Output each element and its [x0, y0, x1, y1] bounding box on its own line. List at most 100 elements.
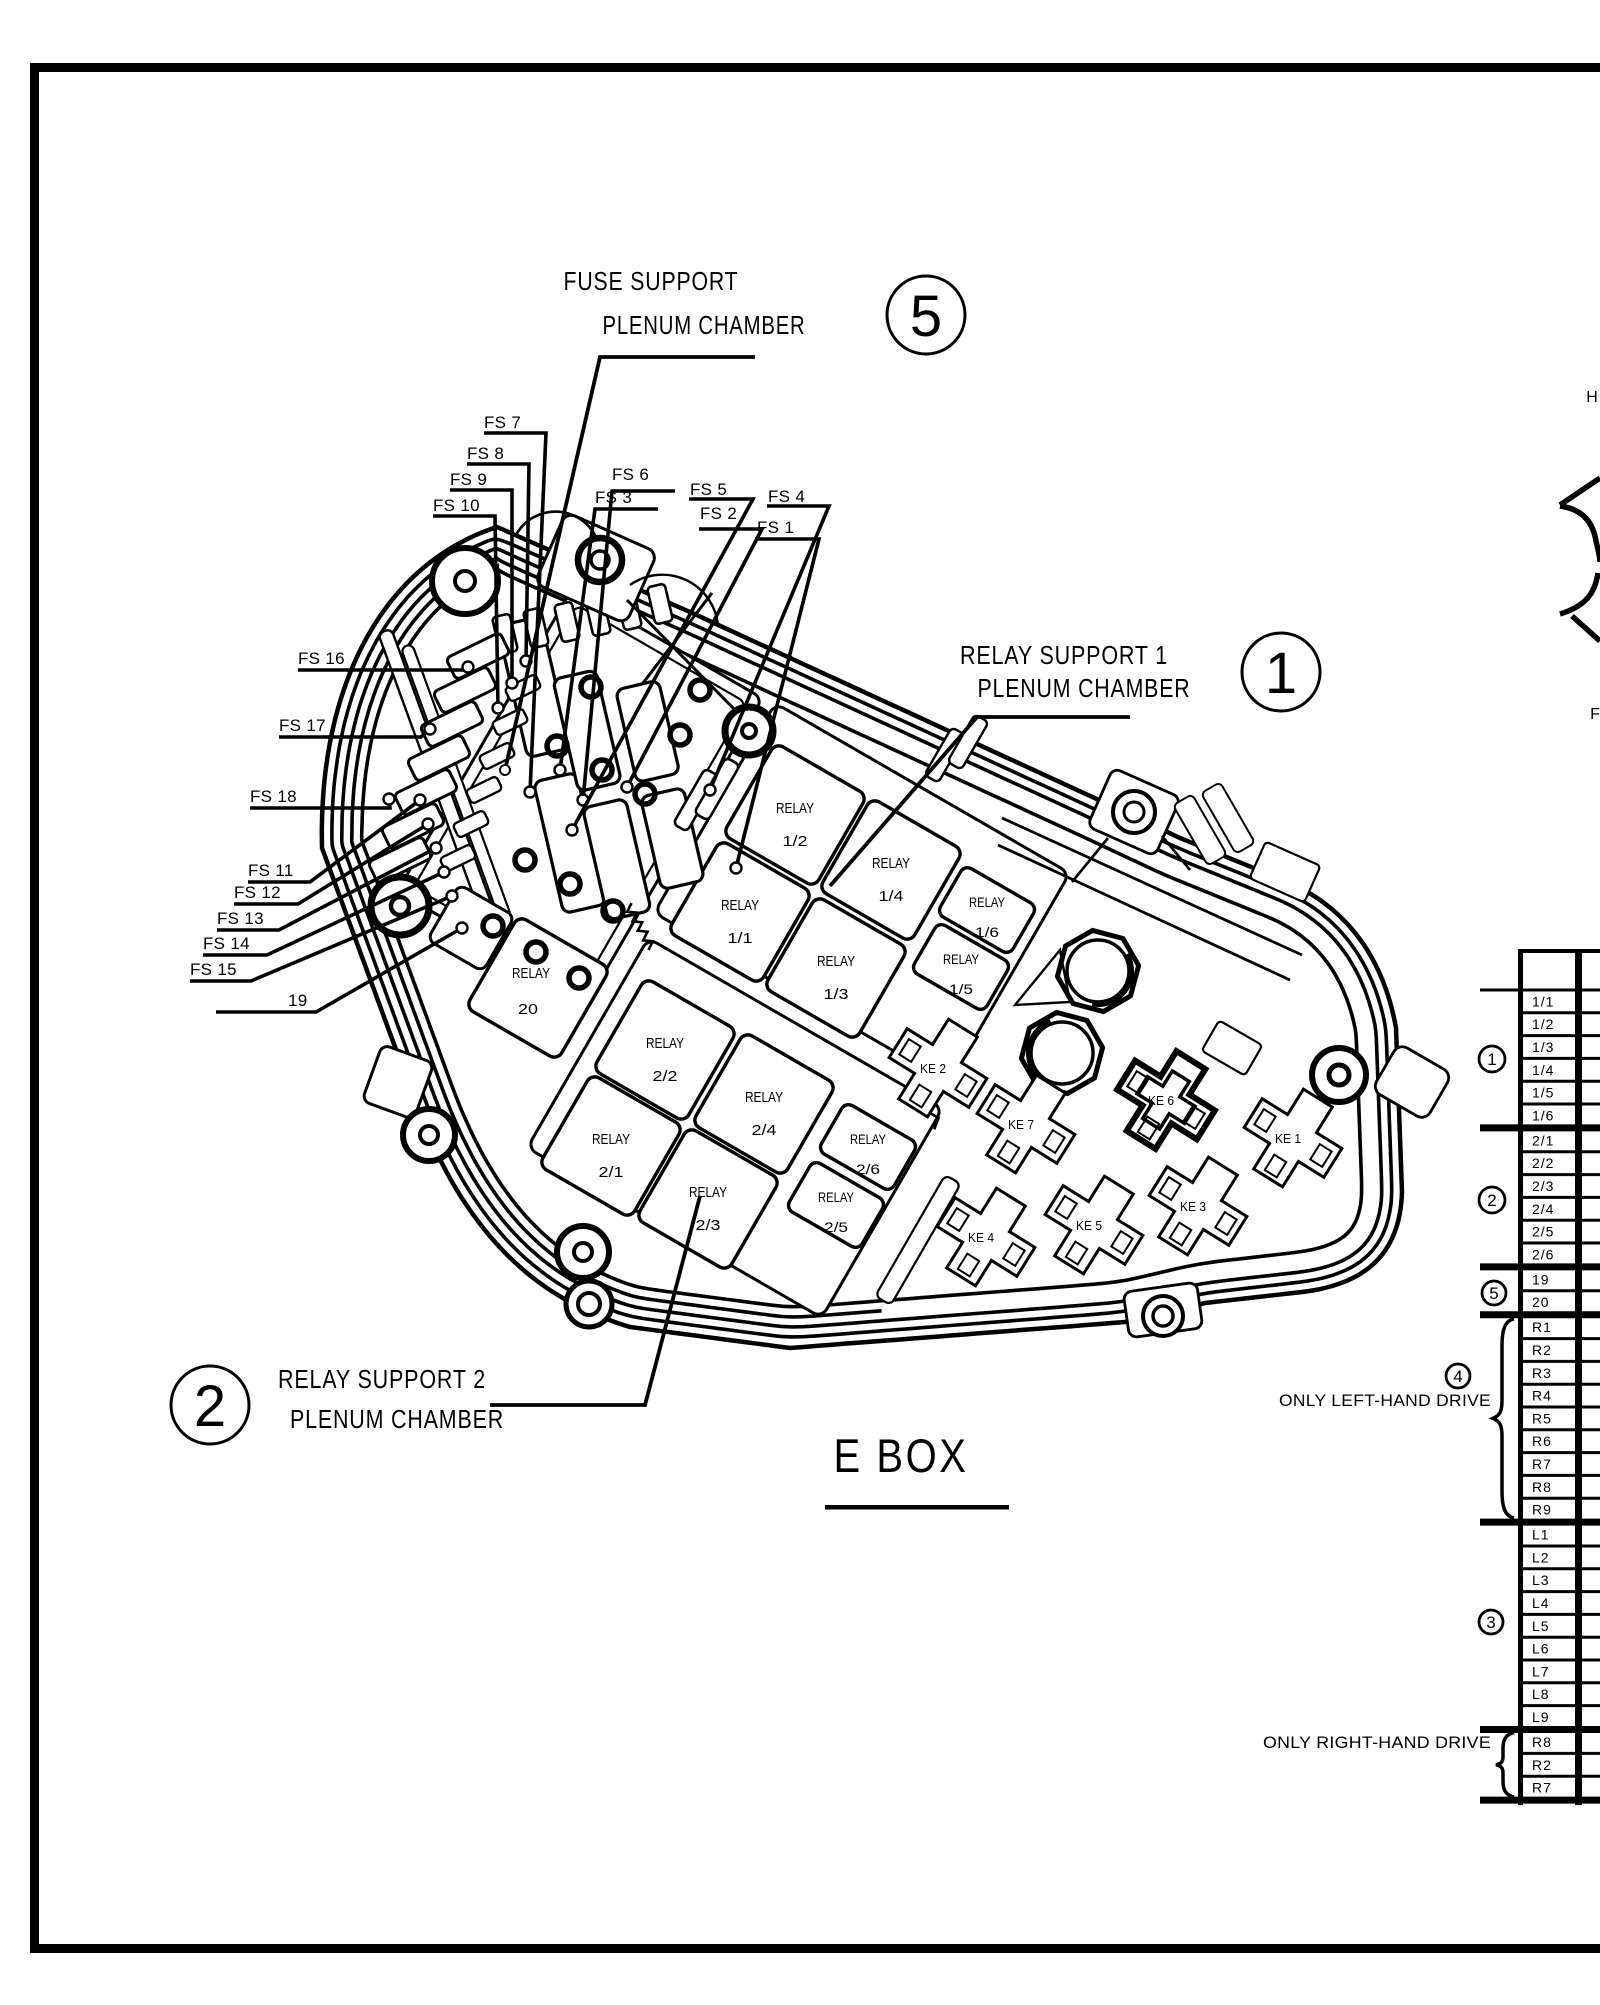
svg-text:RELAY: RELAY	[818, 1190, 854, 1205]
svg-text:L8: L8	[1532, 1686, 1550, 1702]
svg-text:L1: L1	[1532, 1527, 1550, 1543]
svg-text:PLENUM CHAMBER: PLENUM CHAMBER	[978, 675, 1191, 703]
svg-text:R3: R3	[1532, 1365, 1552, 1381]
svg-text:1/6: 1/6	[1532, 1107, 1554, 1123]
svg-text:PLENUM CHAMBER: PLENUM CHAMBER	[290, 1406, 504, 1434]
svg-text:FS 6: FS 6	[612, 465, 649, 484]
svg-text:1/4: 1/4	[879, 889, 904, 905]
svg-text:FS 18: FS 18	[250, 787, 297, 806]
svg-text:R5: R5	[1532, 1410, 1552, 1426]
svg-text:1/4: 1/4	[1532, 1062, 1554, 1078]
svg-text:ONLY LEFT-HAND DRIVE: ONLY LEFT-HAND DRIVE	[1279, 1391, 1491, 1410]
svg-text:FS 10: FS 10	[433, 496, 480, 515]
svg-text:2/3: 2/3	[696, 1218, 721, 1234]
svg-text:R7: R7	[1532, 1456, 1552, 1472]
svg-text:L7: L7	[1532, 1663, 1550, 1679]
svg-text:1/2: 1/2	[1532, 1016, 1554, 1032]
svg-text:FS 9: FS 9	[450, 470, 487, 489]
svg-text:RELAY: RELAY	[512, 966, 550, 982]
svg-text:2/2: 2/2	[1532, 1155, 1554, 1171]
svg-text:FS 14: FS 14	[203, 934, 250, 953]
svg-text:RELAY: RELAY	[943, 952, 979, 967]
svg-text:RELAY SUPPORT 1: RELAY SUPPORT 1	[960, 642, 1168, 670]
svg-text:FUSE SUPPORT: FUSE SUPPORT	[564, 268, 739, 296]
svg-text:RELAY: RELAY	[745, 1090, 783, 1106]
svg-text:KE 7: KE 7	[1008, 1117, 1034, 1132]
svg-text:L2: L2	[1532, 1549, 1550, 1565]
svg-text:L5: L5	[1532, 1618, 1550, 1634]
svg-text:2/6: 2/6	[856, 1162, 880, 1177]
svg-text:R2: R2	[1532, 1342, 1552, 1358]
svg-text:RELAY: RELAY	[776, 801, 814, 817]
svg-text:1/5: 1/5	[1532, 1085, 1554, 1101]
svg-text:5: 5	[910, 284, 942, 349]
svg-text:2/4: 2/4	[1532, 1201, 1554, 1217]
svg-text:FS 5: FS 5	[690, 480, 727, 499]
svg-text:1/3: 1/3	[824, 987, 849, 1003]
svg-text:5: 5	[1489, 1284, 1498, 1303]
svg-text:FS 1: FS 1	[757, 518, 794, 537]
svg-text:FS 15: FS 15	[190, 960, 237, 979]
svg-text:2/5: 2/5	[824, 1220, 848, 1235]
svg-text:KE 1: KE 1	[1275, 1131, 1301, 1146]
svg-text:1/6: 1/6	[975, 925, 999, 940]
svg-text:KE 2: KE 2	[920, 1061, 946, 1076]
svg-text:FS 4: FS 4	[768, 487, 805, 506]
svg-text:2/4: 2/4	[752, 1123, 777, 1139]
svg-text:FS 7: FS 7	[484, 413, 521, 432]
svg-text:H: H	[1586, 389, 1598, 406]
svg-text:R7: R7	[1532, 1780, 1552, 1796]
svg-text:FS 16: FS 16	[298, 649, 345, 668]
svg-text:R1: R1	[1532, 1319, 1552, 1335]
svg-text:RELAY: RELAY	[872, 856, 910, 872]
svg-text:R2: R2	[1532, 1757, 1552, 1773]
svg-text:KE 5: KE 5	[1076, 1218, 1102, 1233]
svg-text:RELAY: RELAY	[721, 898, 759, 914]
svg-text:R6: R6	[1532, 1433, 1552, 1449]
svg-text:2: 2	[194, 1374, 226, 1439]
svg-text:19: 19	[288, 991, 308, 1010]
svg-text:20: 20	[518, 1002, 538, 1018]
svg-text:FS 12: FS 12	[234, 883, 281, 902]
svg-text:1/1: 1/1	[728, 931, 753, 947]
svg-text:FS 2: FS 2	[700, 504, 737, 523]
svg-text:R8: R8	[1532, 1479, 1552, 1495]
svg-text:R9: R9	[1532, 1502, 1552, 1518]
svg-text:2/2: 2/2	[653, 1069, 678, 1085]
svg-text:2: 2	[1487, 1191, 1496, 1210]
svg-text:L3: L3	[1532, 1572, 1550, 1588]
svg-text:3: 3	[1486, 1613, 1495, 1632]
svg-text:4: 4	[1453, 1367, 1462, 1386]
svg-text:L9: L9	[1532, 1709, 1550, 1725]
svg-text:FS 11: FS 11	[248, 861, 294, 880]
svg-text:RELAY: RELAY	[592, 1132, 630, 1148]
svg-text:ONLY RIGHT-HAND DRIVE: ONLY RIGHT-HAND DRIVE	[1263, 1733, 1491, 1752]
svg-text:19: 19	[1532, 1271, 1550, 1287]
svg-text:20: 20	[1532, 1294, 1550, 1310]
svg-text:2/6: 2/6	[1532, 1246, 1554, 1262]
svg-text:1/3: 1/3	[1532, 1039, 1554, 1055]
svg-text:FS 3: FS 3	[595, 488, 632, 507]
svg-text:FS 8: FS 8	[467, 444, 504, 463]
svg-text:2/1: 2/1	[1532, 1132, 1554, 1148]
svg-text:R8: R8	[1532, 1734, 1552, 1750]
svg-text:KE 6: KE 6	[1148, 1093, 1174, 1108]
svg-text:L6: L6	[1532, 1641, 1550, 1657]
svg-text:1/1: 1/1	[1532, 993, 1554, 1009]
svg-text:R4: R4	[1532, 1388, 1552, 1404]
svg-text:RELAY: RELAY	[969, 895, 1005, 910]
svg-text:KE 4: KE 4	[968, 1230, 994, 1245]
svg-text:FS 13: FS 13	[217, 909, 264, 928]
svg-text:RELAY: RELAY	[850, 1132, 886, 1147]
svg-text:1/2: 1/2	[783, 834, 808, 850]
svg-text:2/1: 2/1	[599, 1165, 624, 1181]
svg-text:RELAY: RELAY	[689, 1185, 727, 1201]
svg-text:L4: L4	[1532, 1595, 1550, 1611]
svg-text:E BOX: E BOX	[834, 1429, 969, 1482]
svg-text:KE 3: KE 3	[1180, 1199, 1206, 1214]
svg-text:F: F	[1590, 706, 1600, 723]
svg-text:2/5: 2/5	[1532, 1224, 1554, 1240]
svg-text:RELAY SUPPORT 2: RELAY SUPPORT 2	[278, 1366, 486, 1394]
svg-text:PLENUM CHAMBER: PLENUM CHAMBER	[603, 312, 806, 340]
svg-text:1: 1	[1487, 1050, 1496, 1069]
